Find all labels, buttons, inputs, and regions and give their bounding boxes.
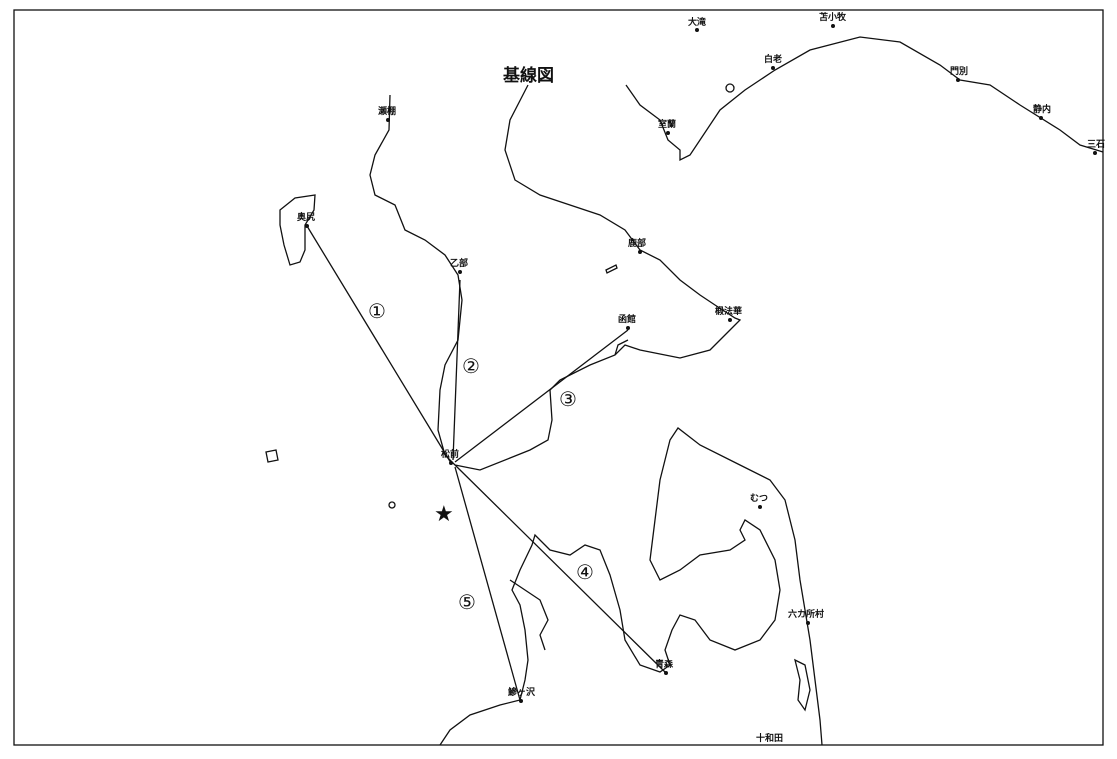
place-label-mutsu: むつ	[750, 493, 768, 504]
small-island	[605, 264, 618, 274]
baseline-2	[452, 279, 461, 461]
place-dot-muroran	[666, 131, 670, 135]
place-label-aomori: 青森	[655, 658, 674, 670]
place-label-otobe: 乙部	[450, 257, 468, 269]
baseline-5	[454, 466, 521, 701]
place-dot-matsumae	[449, 461, 453, 465]
coast-oshima-peninsula	[454, 84, 742, 471]
place-label-okushiri: 奥尻	[296, 211, 315, 223]
star-icon: ★	[434, 502, 454, 527]
place-dot-ajigasawa	[519, 699, 523, 703]
small-island	[265, 449, 279, 463]
place-dot-shiraoi	[771, 66, 775, 70]
coast-hakodate-bay	[614, 339, 629, 356]
place-dot-otobe	[458, 270, 462, 274]
map-title: 基線図	[502, 65, 554, 86]
place-dot-shikabe	[638, 250, 642, 254]
coast-west-hokkaido	[369, 94, 463, 466]
place-label-towada: 十和田	[756, 732, 783, 744]
baseline-label-3: ③	[559, 387, 577, 411]
place-label-monbetsu: 門別	[950, 65, 968, 77]
coast-ajigasawa-bay	[509, 579, 549, 651]
place-label-tomakomai: 苫小牧	[819, 11, 847, 23]
place-dot-todohokke	[728, 318, 732, 322]
small-island	[388, 501, 396, 509]
baseline-label-2: ②	[462, 354, 480, 378]
coast-tsugaru-peninsula	[439, 427, 823, 746]
place-dot-rokkasho	[806, 621, 810, 625]
place-label-shiraoi: 白老	[764, 53, 782, 65]
place-label-setana: 瀬棚	[378, 105, 396, 117]
place-label-shizunai: 静内	[1033, 103, 1051, 115]
place-label-mitsuishi: 三石	[1087, 139, 1105, 150]
place-dot-monbetsu	[956, 78, 960, 82]
baseline-4	[454, 464, 666, 673]
place-label-shikabe: 鹿部	[627, 237, 646, 249]
baseline-label-5: ⑤	[458, 590, 476, 614]
ogawara-lake	[794, 658, 811, 712]
place-dot-shizunai	[1039, 116, 1043, 120]
map-frame	[13, 9, 1104, 746]
place-label-ajigasawa: 鰺ヶ沢	[508, 686, 536, 698]
small-island	[725, 83, 735, 93]
place-label-matsumae: 松前	[441, 448, 459, 460]
place-dot-mutsu	[758, 505, 762, 509]
place-label-muroran: 室蘭	[658, 118, 676, 130]
place-dot-setana	[386, 118, 390, 122]
baseline-3	[454, 329, 629, 463]
baseline-label-4: ④	[576, 560, 594, 584]
place-dot-okushiri	[305, 224, 309, 228]
place-dot-mitsuishi	[1093, 151, 1097, 155]
place-label-rokkasho: 六カ所村	[788, 608, 824, 620]
place-dot-otaki	[695, 28, 699, 32]
place-label-hakodate: 函館	[618, 313, 636, 325]
place-label-otaki: 大滝	[688, 16, 706, 28]
coast-uchiura-bay-east	[625, 36, 1104, 162]
okushiri-island	[279, 194, 316, 266]
baseline-label-1: ①	[368, 299, 386, 323]
place-dot-hakodate	[626, 326, 630, 330]
baseline-1	[306, 225, 452, 464]
place-label-todohokke: 椴法華	[715, 305, 742, 317]
place-dot-aomori	[664, 671, 668, 675]
place-dot-tomakomai	[831, 24, 835, 28]
